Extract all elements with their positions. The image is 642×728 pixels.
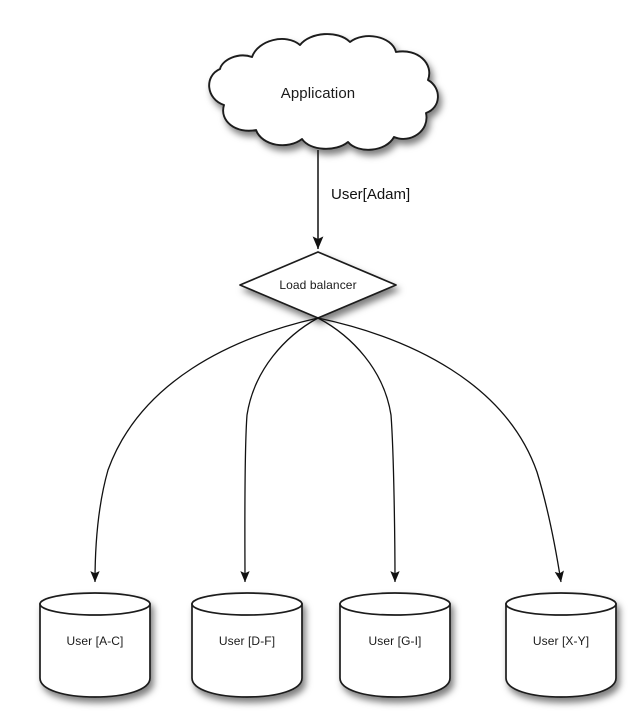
- node-database-3[interactable]: [339, 592, 451, 698]
- database-3-label: User [G-I]: [368, 634, 422, 648]
- edge-label-user-adam: User[Adam]: [331, 186, 411, 203]
- edge-balancer-to-db-2: [240, 317, 319, 583]
- database-4-label: User [X-Y]: [532, 634, 590, 648]
- node-database-1[interactable]: [39, 592, 151, 698]
- node-database-2[interactable]: [191, 592, 303, 698]
- node-application-cloud[interactable]: [208, 33, 439, 151]
- database-1-label: User [A-C]: [66, 634, 124, 648]
- database-2-label: User [D-F]: [218, 634, 276, 648]
- edge-balancer-to-db-3: [317, 317, 400, 583]
- edge-balancer-to-db-1: [90, 317, 319, 583]
- edge-group-balancer-to-shards: [90, 317, 564, 583]
- load-balancer-node-label: Load balancer: [279, 278, 357, 292]
- node-database-4[interactable]: [505, 592, 617, 698]
- application-node-label: Application: [280, 85, 356, 102]
- edge-balancer-to-db-4: [317, 317, 564, 583]
